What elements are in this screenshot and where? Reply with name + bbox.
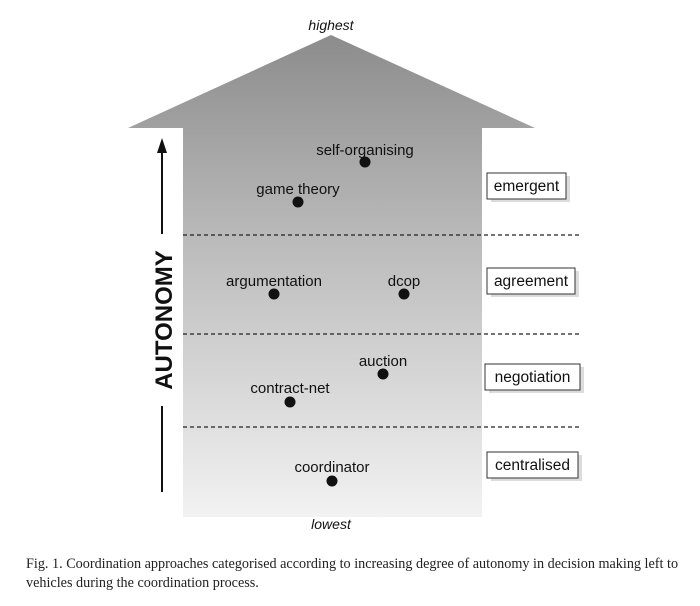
approach-dot <box>398 288 410 300</box>
figure-caption: Fig. 1. Coordination approaches categori… <box>26 556 679 591</box>
approach-label: contract-net <box>250 380 330 397</box>
approach-label: dcop <box>388 273 421 290</box>
axis-label-background <box>150 234 174 406</box>
approach-dot <box>268 288 280 300</box>
highest-label: highest <box>308 17 354 33</box>
autonomy-axis-arrowhead <box>157 138 167 153</box>
lowest-label: lowest <box>311 516 352 532</box>
level-label-negotiation: negotiation <box>495 369 571 386</box>
approach-dot <box>359 156 371 168</box>
level-box-negotiation: negotiation <box>484 363 584 393</box>
approach-coordinator: coordinator <box>294 459 370 487</box>
level-box-centralised: centralised <box>486 451 582 481</box>
approach-dot <box>284 396 296 408</box>
approach-dcop: dcop <box>388 273 421 300</box>
autonomy-axis-label: AUTONOMY <box>151 250 178 390</box>
approach-label: game theory <box>256 181 340 198</box>
level-box-emergent: emergent <box>486 172 570 202</box>
autonomy-arrow-shape <box>128 35 535 517</box>
approach-game-theory: game theory <box>256 181 340 208</box>
approach-dot <box>292 196 304 208</box>
approach-dot <box>326 475 338 487</box>
approach-label: coordinator <box>294 459 369 476</box>
level-label-agreement: agreement <box>494 273 569 290</box>
autonomy-diagram: highest lowest AUTONOMY emergent agreeme… <box>128 17 584 532</box>
approach-label: self-organising <box>316 142 414 159</box>
approach-auction: auction <box>359 353 407 380</box>
approach-label: auction <box>359 353 407 370</box>
approach-contract-net: contract-net <box>250 380 330 408</box>
approach-self-organising: self-organising <box>316 142 414 168</box>
approach-dot <box>377 368 389 380</box>
approach-label: argumentation <box>226 273 322 290</box>
level-label-centralised: centralised <box>495 457 570 474</box>
approach-argumentation: argumentation <box>226 273 322 300</box>
level-box-agreement: agreement <box>486 267 579 297</box>
level-label-emergent: emergent <box>494 178 560 195</box>
